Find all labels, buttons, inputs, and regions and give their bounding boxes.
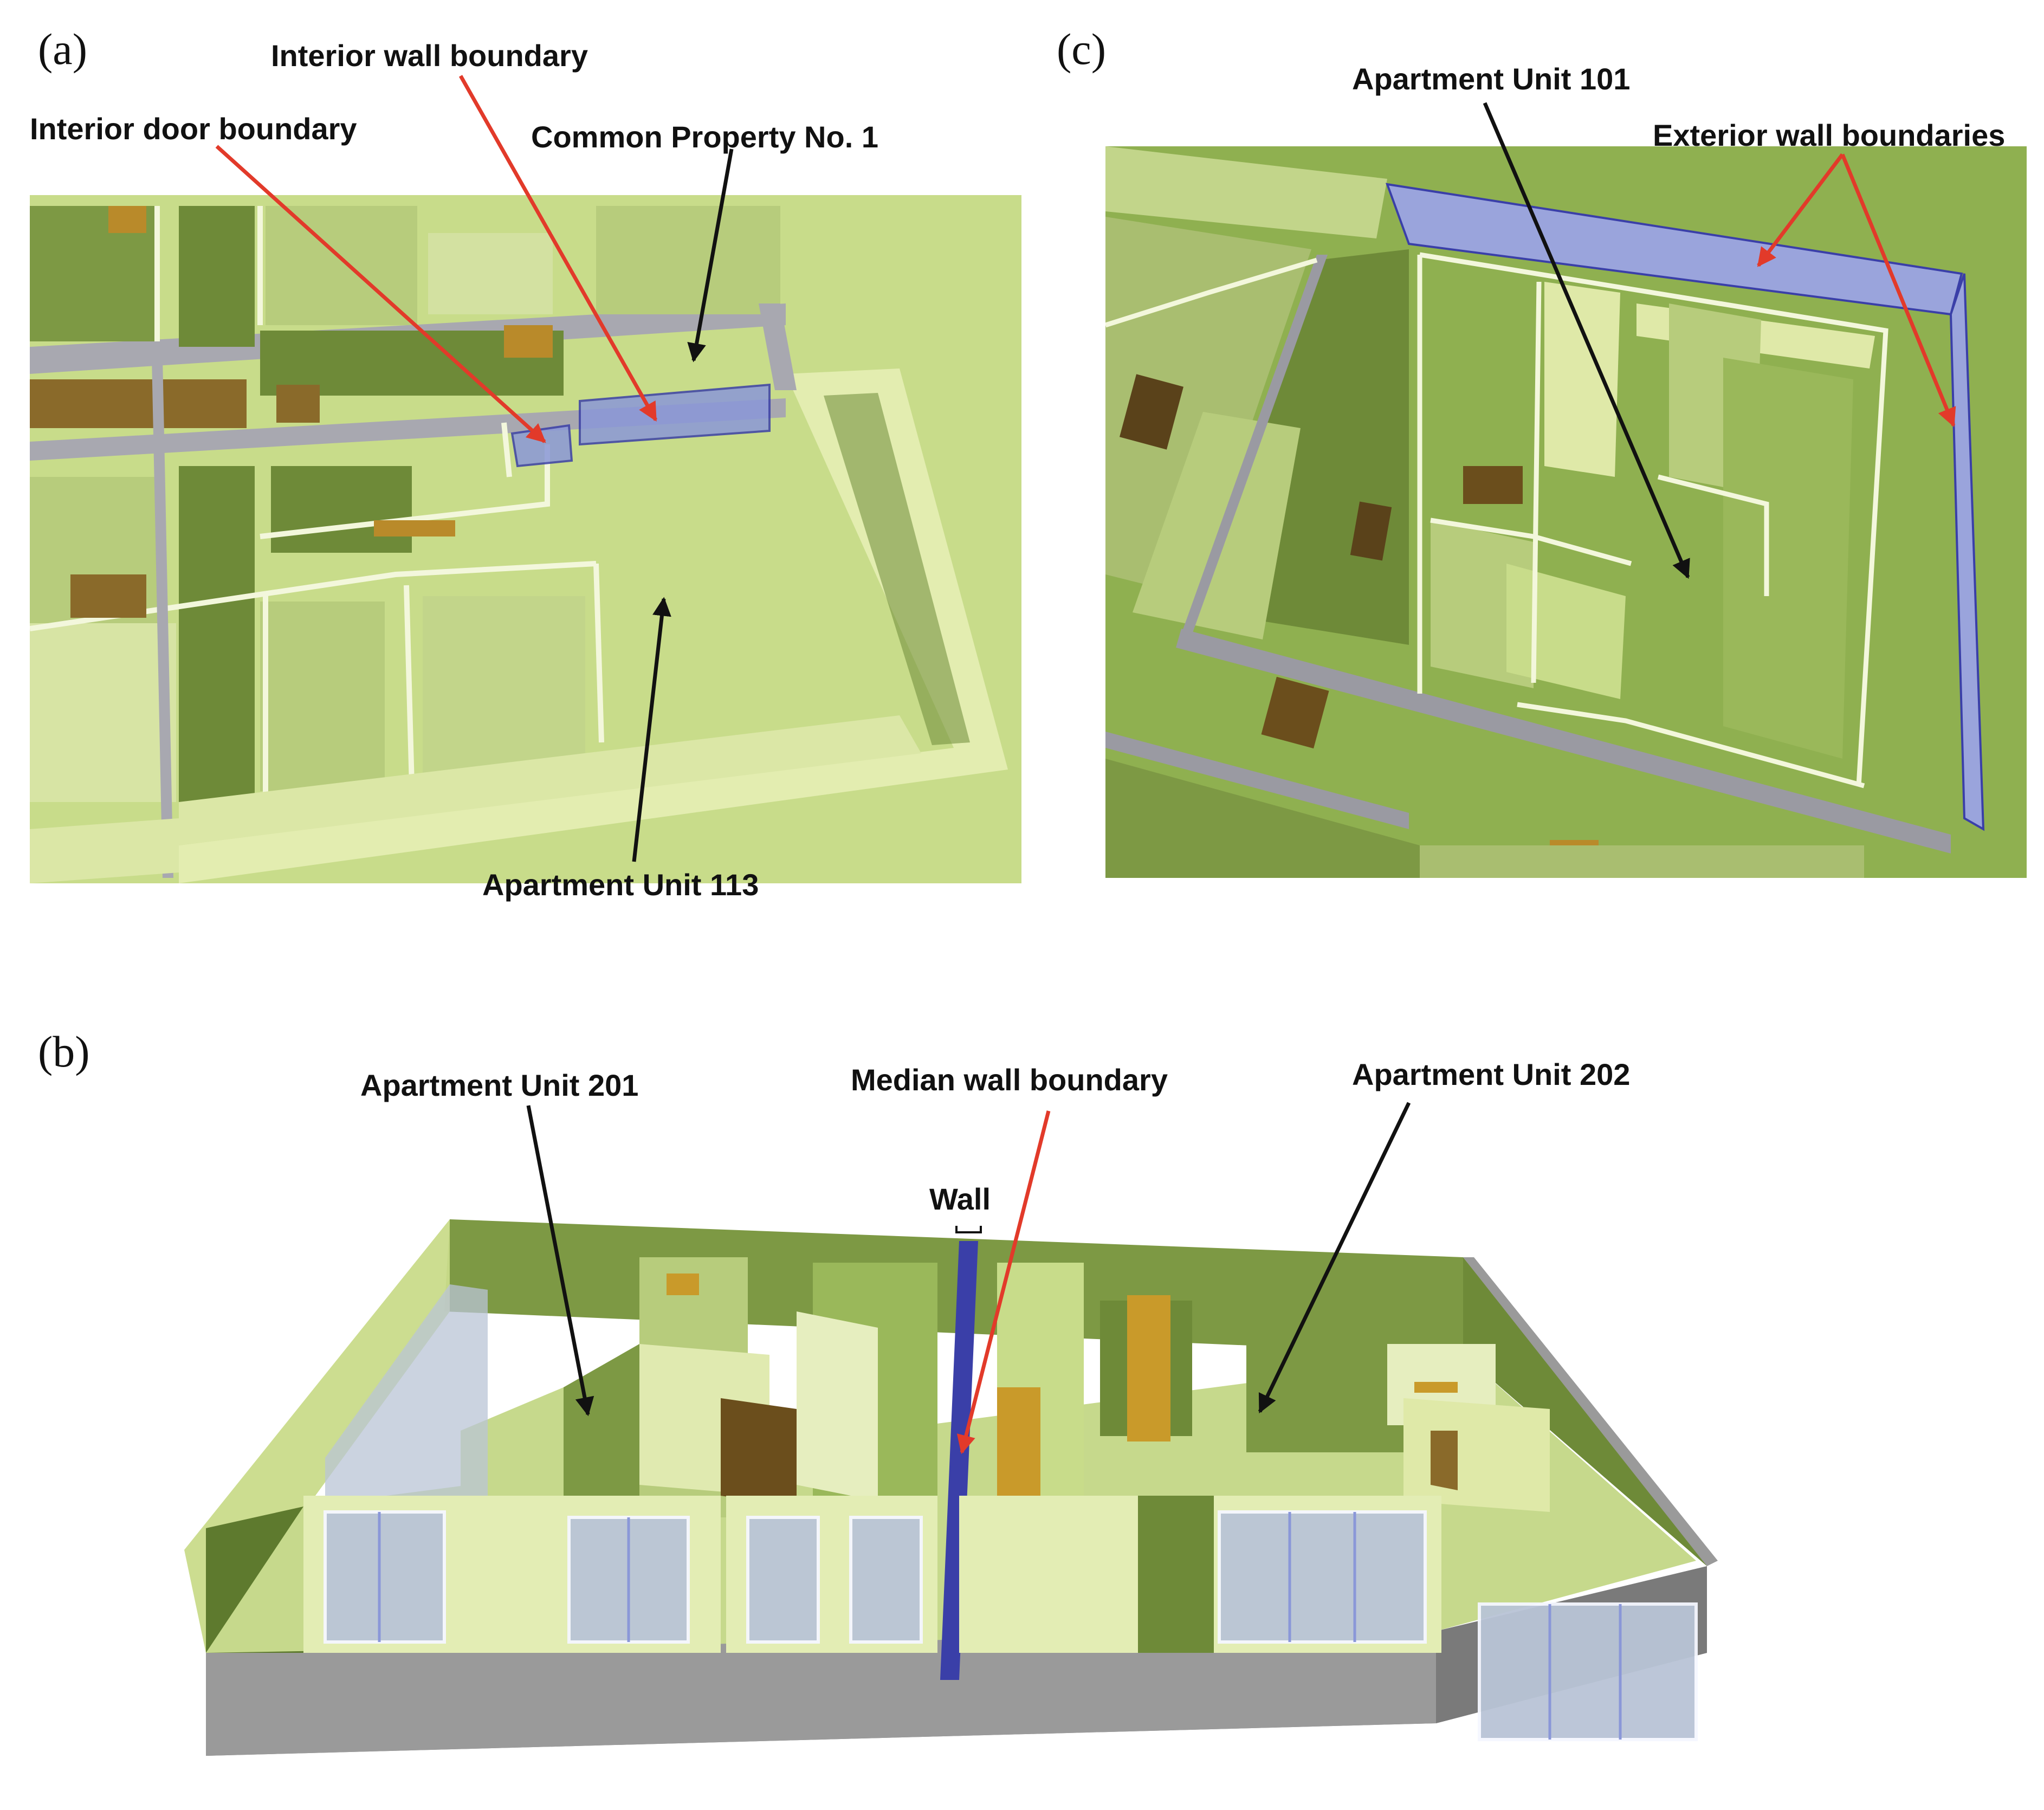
- arrow-apartment-101: [1483, 102, 1690, 579]
- panel-b-arrows: [526, 1102, 1411, 1455]
- panel-c-arrows: [1483, 102, 1956, 579]
- arrow-interior-door: [215, 145, 546, 443]
- panel-b-building: [184, 1219, 1718, 1756]
- arrow-apartment-201: [526, 1105, 594, 1417]
- panel-a-building: [30, 195, 1021, 883]
- label-exterior-wall-boundaries: Exterior wall boundaries: [1653, 118, 2006, 152]
- panel-a-letter: (a): [38, 24, 88, 74]
- panel-c-building: [1105, 146, 2027, 878]
- label-apartment-113: Apartment Unit 113: [482, 868, 759, 902]
- arrow-interior-wall: [458, 75, 658, 422]
- label-apartment-201: Apartment Unit 201: [360, 1068, 639, 1102]
- arrow-common-property: [687, 148, 734, 363]
- panel-b-letter: (b): [38, 1027, 90, 1076]
- arrow-exterior-wall-right: [1840, 153, 1956, 428]
- arrow-apartment-202: [1258, 1102, 1411, 1414]
- label-apartment-202: Apartment Unit 202: [1352, 1057, 1631, 1091]
- arrow-apartment-113: [632, 597, 671, 862]
- label-wall: Wall: [929, 1182, 991, 1216]
- panel-c-letter: (c): [1057, 24, 1107, 74]
- panel-a-arrows: [215, 75, 734, 862]
- label-median-wall-boundary: Median wall boundary: [851, 1063, 1168, 1097]
- label-interior-wall-boundary: Interior wall boundary: [271, 38, 588, 73]
- arrow-exterior-wall-top: [1757, 153, 1844, 267]
- arrow-median-wall: [956, 1110, 1051, 1455]
- label-common-property: Common Property No. 1: [531, 120, 878, 154]
- label-interior-door-boundary: Interior door boundary: [30, 112, 357, 146]
- label-apartment-101: Apartment Unit 101: [1352, 62, 1631, 96]
